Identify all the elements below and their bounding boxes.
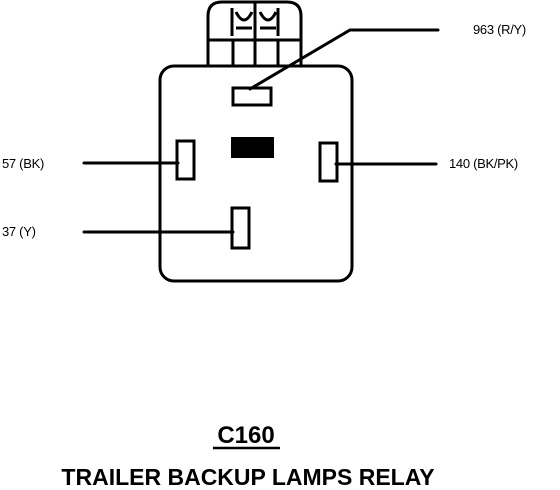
connector-locking-tab <box>206 0 303 66</box>
connector-body <box>158 64 354 283</box>
leader-line-top <box>248 28 440 91</box>
connector-id: C160 <box>217 422 274 449</box>
pin-label-left-lower: 37 (Y) <box>2 224 36 239</box>
terminal-top <box>231 86 273 107</box>
terminal-left <box>175 139 196 181</box>
connector-title: TRAILER BACKUP LAMPS RELAY <box>61 464 434 490</box>
terminal-bottom <box>230 206 251 250</box>
pin-label-top: 963 (R/Y) <box>473 22 526 37</box>
pin-label-right: 140 (BK/PK) <box>449 156 518 171</box>
terminal-right <box>318 141 339 183</box>
pin-label-left-upper: 57 (BK) <box>2 156 44 171</box>
connector-key-marker <box>231 137 274 158</box>
